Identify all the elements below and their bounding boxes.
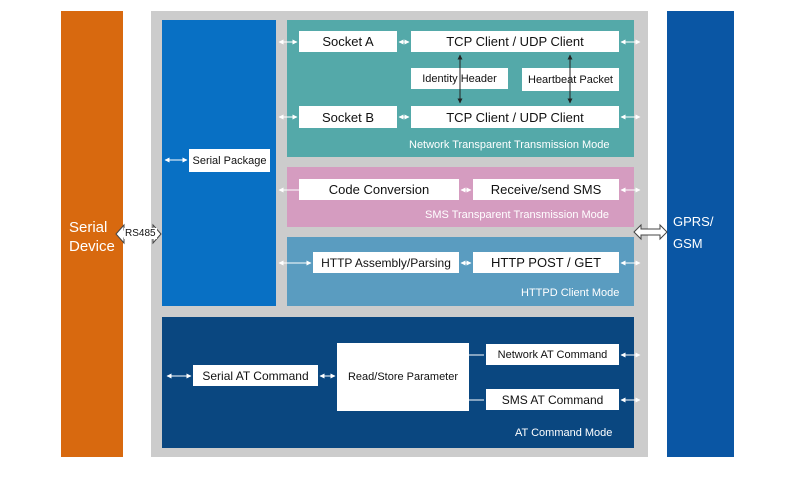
- receive-send-sms-box: Receive/send SMS: [473, 179, 619, 200]
- tcp-udp-client-top-box: TCP Client / UDP Client: [411, 31, 619, 52]
- rs485-label: RS485: [124, 228, 157, 239]
- network-mode-title: Network Transparent Transmission Mode: [409, 139, 610, 151]
- socket-a-box: Socket A: [299, 31, 397, 52]
- http-assembly-parsing-box: HTTP Assembly/Parsing: [313, 252, 459, 273]
- serial-package-box: Serial Package: [189, 149, 270, 172]
- serial-at-command-box: Serial AT Command: [193, 365, 318, 386]
- gprs-double-arrow: [633, 223, 668, 241]
- socket-b-box: Socket B: [299, 106, 397, 128]
- tcp-udp-client-bottom-box: TCP Client / UDP Client: [411, 106, 619, 128]
- serial-device-label-line2: Device: [69, 238, 115, 255]
- http-post-get-box: HTTP POST / GET: [473, 252, 619, 273]
- gprs-gsm-block: GPRS/ GSM: [667, 11, 734, 457]
- serial-device-block: Serial Device: [61, 11, 123, 457]
- network-at-command-box: Network AT Command: [486, 344, 619, 365]
- httpd-mode-title: HTTPD Client Mode: [521, 287, 620, 299]
- sms-mode-title: SMS Transparent Transmission Mode: [425, 209, 610, 221]
- code-conversion-box: Code Conversion: [299, 179, 459, 200]
- gprs-label-line1: GPRS/: [673, 214, 714, 229]
- read-store-parameter-box: Read/Store Parameter: [337, 343, 469, 411]
- serial-device-label-line1: Serial: [69, 219, 108, 236]
- at-mode-title: AT Command Mode: [515, 427, 613, 439]
- sms-at-command-box: SMS AT Command: [486, 389, 619, 410]
- gprs-label-line2: GSM: [673, 236, 703, 251]
